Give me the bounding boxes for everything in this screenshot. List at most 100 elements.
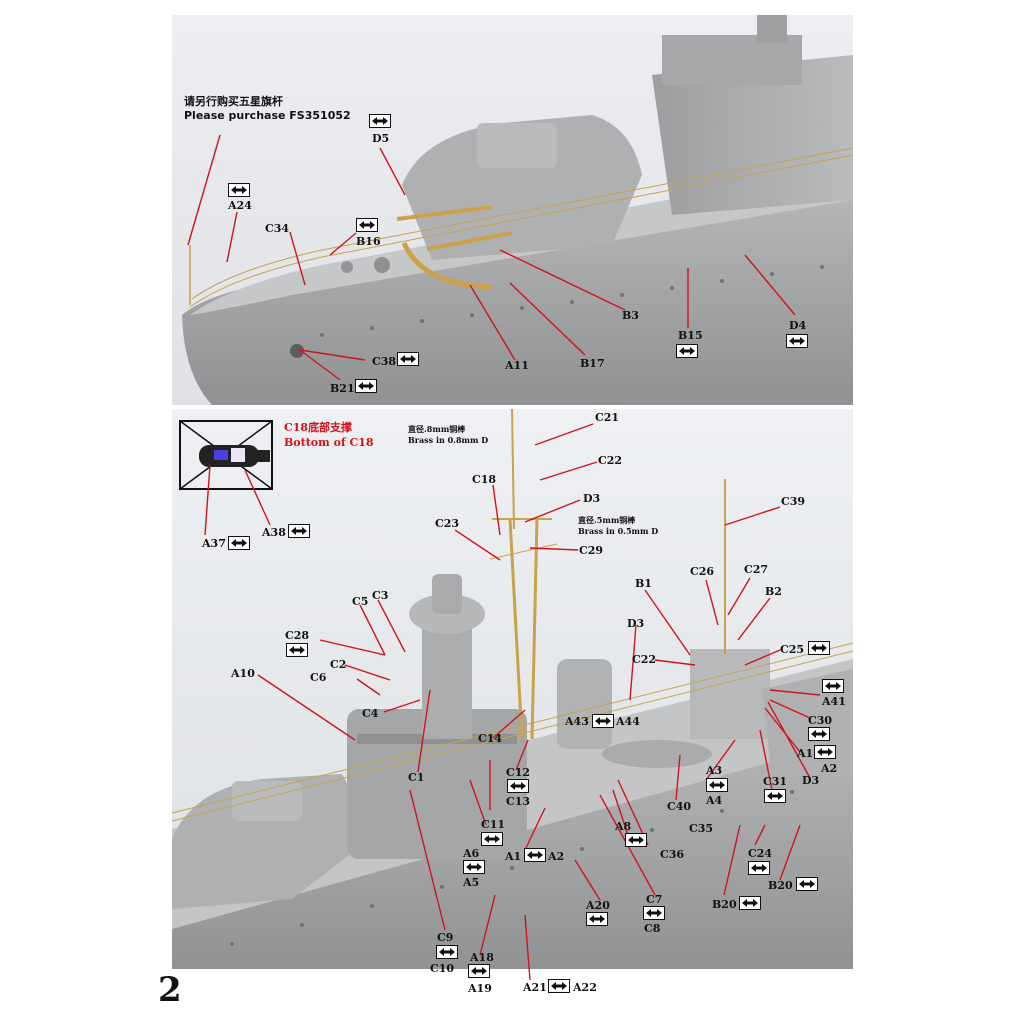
part-label-a2: A2: [821, 762, 838, 775]
part-label-c29: C29: [579, 544, 604, 557]
part-label-d3-b: D3: [627, 617, 645, 630]
part-label-c2: C2: [330, 658, 347, 671]
bidirectional-arrow-icon: [748, 861, 770, 875]
part-label-c3: C3: [372, 589, 389, 602]
bidirectional-arrow-icon: [796, 877, 818, 891]
bidirectional-arrow-icon: [643, 906, 665, 920]
bidirectional-arrow-icon: [706, 778, 728, 792]
part-label-a43: A43: [565, 715, 589, 728]
part-label-a37: A37: [202, 537, 226, 550]
page-number: 2: [158, 970, 182, 1010]
part-label-c6: C6: [310, 671, 327, 684]
brass-08-note-cn: 直径.8mm铜棒: [408, 424, 466, 434]
part-label-a19: A19: [468, 982, 492, 995]
part-label-a38: A38: [262, 526, 286, 539]
part-label-c11: C11: [481, 818, 506, 831]
part-label-a4: A4: [706, 794, 723, 807]
part-label-b17: B17: [580, 357, 605, 370]
bidirectional-arrow-icon: [288, 524, 310, 538]
part-label-c21: C21: [595, 411, 620, 424]
part-label-b21: B21: [330, 382, 355, 395]
bidirectional-arrow-icon: [548, 979, 570, 993]
part-label-c4: C4: [362, 707, 379, 720]
part-label-b20-b: B20: [712, 898, 737, 911]
part-label-c9: C9: [437, 931, 454, 944]
brass-08-note-en: Brass in 0.8mm D: [408, 435, 489, 445]
part-label-c23: C23: [435, 517, 460, 530]
part-label-c35: C35: [689, 822, 714, 835]
part-label-b15: B15: [678, 329, 703, 342]
part-label-c7: C7: [646, 893, 663, 906]
c18-note-en: Bottom of C18: [284, 436, 374, 449]
part-label-a44: A44: [616, 715, 640, 728]
part-label-c25: C25: [780, 643, 805, 656]
bidirectional-arrow-icon: [463, 860, 485, 874]
midship-model-illustration: [172, 409, 853, 969]
bidirectional-arrow-icon: [739, 896, 761, 910]
bidirectional-arrow-icon: [507, 779, 529, 793]
bidirectional-arrow-icon: [481, 832, 503, 846]
brass-05-note-cn: 直径.5mm铜棒: [578, 515, 636, 525]
part-label-a2-b: A2: [548, 850, 565, 863]
bidirectional-arrow-icon: [369, 114, 391, 128]
part-label-c14: C14: [478, 732, 503, 745]
part-label-a10: A10: [231, 667, 255, 680]
bidirectional-arrow-icon: [355, 379, 377, 393]
bidirectional-arrow-icon: [228, 183, 250, 197]
part-label-a5: A5: [463, 876, 480, 889]
part-label-c10: C10: [430, 962, 455, 975]
part-label-b16: B16: [356, 235, 381, 248]
c18-support-inset: [179, 420, 273, 490]
flagpole-note-cn: 请另行购买五星旗杆: [184, 95, 283, 108]
part-label-c30: C30: [808, 714, 833, 727]
bidirectional-arrow-icon: [286, 643, 308, 657]
bidirectional-arrow-icon: [228, 536, 250, 550]
part-label-b3: B3: [622, 309, 639, 322]
part-label-c8: C8: [644, 922, 661, 935]
part-label-a22: A22: [573, 981, 597, 994]
brass-05-note-en: Brass in 0.5mm D: [578, 526, 659, 536]
bidirectional-arrow-icon: [808, 727, 830, 741]
part-label-a24: A24: [228, 199, 252, 212]
part-label-c22-b: C22: [632, 653, 657, 666]
c18-note-cn: C18底部支撑: [284, 421, 353, 434]
part-label-b20: B20: [768, 879, 793, 892]
bidirectional-arrow-icon: [822, 679, 844, 693]
part-label-c34: C34: [265, 222, 290, 235]
part-label-c39: C39: [781, 495, 806, 508]
part-label-c31: C31: [763, 775, 788, 788]
part-label-c22: C22: [598, 454, 623, 467]
part-label-a3: A3: [706, 764, 723, 777]
part-label-a20: A20: [586, 899, 610, 912]
part-label-c13: C13: [506, 795, 531, 808]
part-label-c5: C5: [352, 595, 369, 608]
part-label-a8: A8: [615, 820, 632, 833]
bidirectional-arrow-icon: [468, 964, 490, 978]
bidirectional-arrow-icon: [808, 641, 830, 655]
part-label-c40: C40: [667, 800, 692, 813]
part-label-c38: C38: [372, 355, 397, 368]
part-label-d4: D4: [789, 319, 807, 332]
bidirectional-arrow-icon: [786, 334, 808, 348]
c18-bottom-diagram-icon: [179, 420, 273, 490]
bidirectional-arrow-icon: [356, 218, 378, 232]
part-label-c28: C28: [285, 629, 310, 642]
part-label-a41: A41: [822, 695, 846, 708]
part-label-a6: A6: [463, 847, 480, 860]
bidirectional-arrow-icon: [397, 352, 419, 366]
bidirectional-arrow-icon: [524, 848, 546, 862]
part-label-c24: C24: [748, 847, 773, 860]
part-label-b2: B2: [765, 585, 782, 598]
bidirectional-arrow-icon: [676, 344, 698, 358]
part-label-a18: A18: [470, 951, 494, 964]
part-label-b1: B1: [635, 577, 652, 590]
bidirectional-arrow-icon: [814, 745, 836, 759]
part-label-a11: A11: [505, 359, 529, 372]
part-label-a1: A1: [797, 747, 814, 760]
part-label-c26: C26: [690, 565, 715, 578]
bidirectional-arrow-icon: [625, 833, 647, 847]
part-label-d3-c: D3: [802, 774, 820, 787]
part-label-c1: C1: [408, 771, 425, 784]
bidirectional-arrow-icon: [586, 912, 608, 926]
